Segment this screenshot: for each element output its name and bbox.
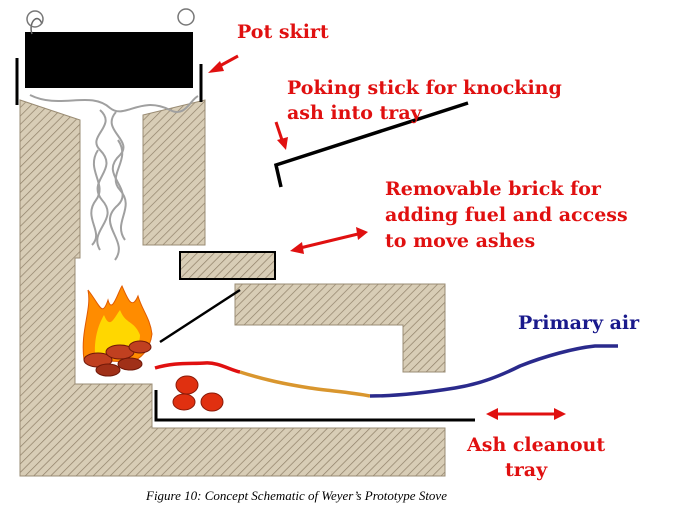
label-removable-brick-2: adding fuel and access xyxy=(385,204,628,226)
stove-wall-chimney-right xyxy=(142,99,206,246)
stove-wall-side-block xyxy=(234,283,446,373)
label-poking-stick-2: ash into tray xyxy=(287,102,423,124)
ash-cleanout-tray xyxy=(154,390,475,422)
arrow-ash-tray xyxy=(486,408,566,420)
label-poking-stick-1: Poking stick for knocking xyxy=(287,77,562,99)
label-pot-skirt: Pot skirt xyxy=(237,21,329,43)
primary-air-red xyxy=(154,361,241,374)
embers xyxy=(172,375,224,412)
pot-skirt xyxy=(15,58,203,105)
arrow-poking-stick xyxy=(274,121,288,150)
internal-poking-rod xyxy=(159,288,241,344)
removable-brick xyxy=(179,251,276,280)
label-primary-air: Primary air xyxy=(518,312,640,334)
label-ash-cleanout-2: tray xyxy=(505,459,548,481)
pot xyxy=(25,8,195,88)
label-removable-brick-3: to move ashes xyxy=(385,230,535,252)
figure-caption: Figure 10: Concept Schematic of Weyer’s … xyxy=(145,488,447,503)
primary-air-blue xyxy=(369,344,618,398)
arrow-pot-skirt xyxy=(208,54,239,73)
arrow-removable-brick xyxy=(290,227,368,254)
stove-wall-left xyxy=(19,99,446,477)
burning-logs xyxy=(83,340,152,377)
label-removable-brick-1: Removable brick for xyxy=(385,178,602,200)
hot-gas-swirls xyxy=(29,94,199,261)
primary-air-orange xyxy=(239,370,371,398)
label-ash-cleanout-1: Ash cleanout xyxy=(466,434,605,456)
poking-stick xyxy=(273,101,469,188)
